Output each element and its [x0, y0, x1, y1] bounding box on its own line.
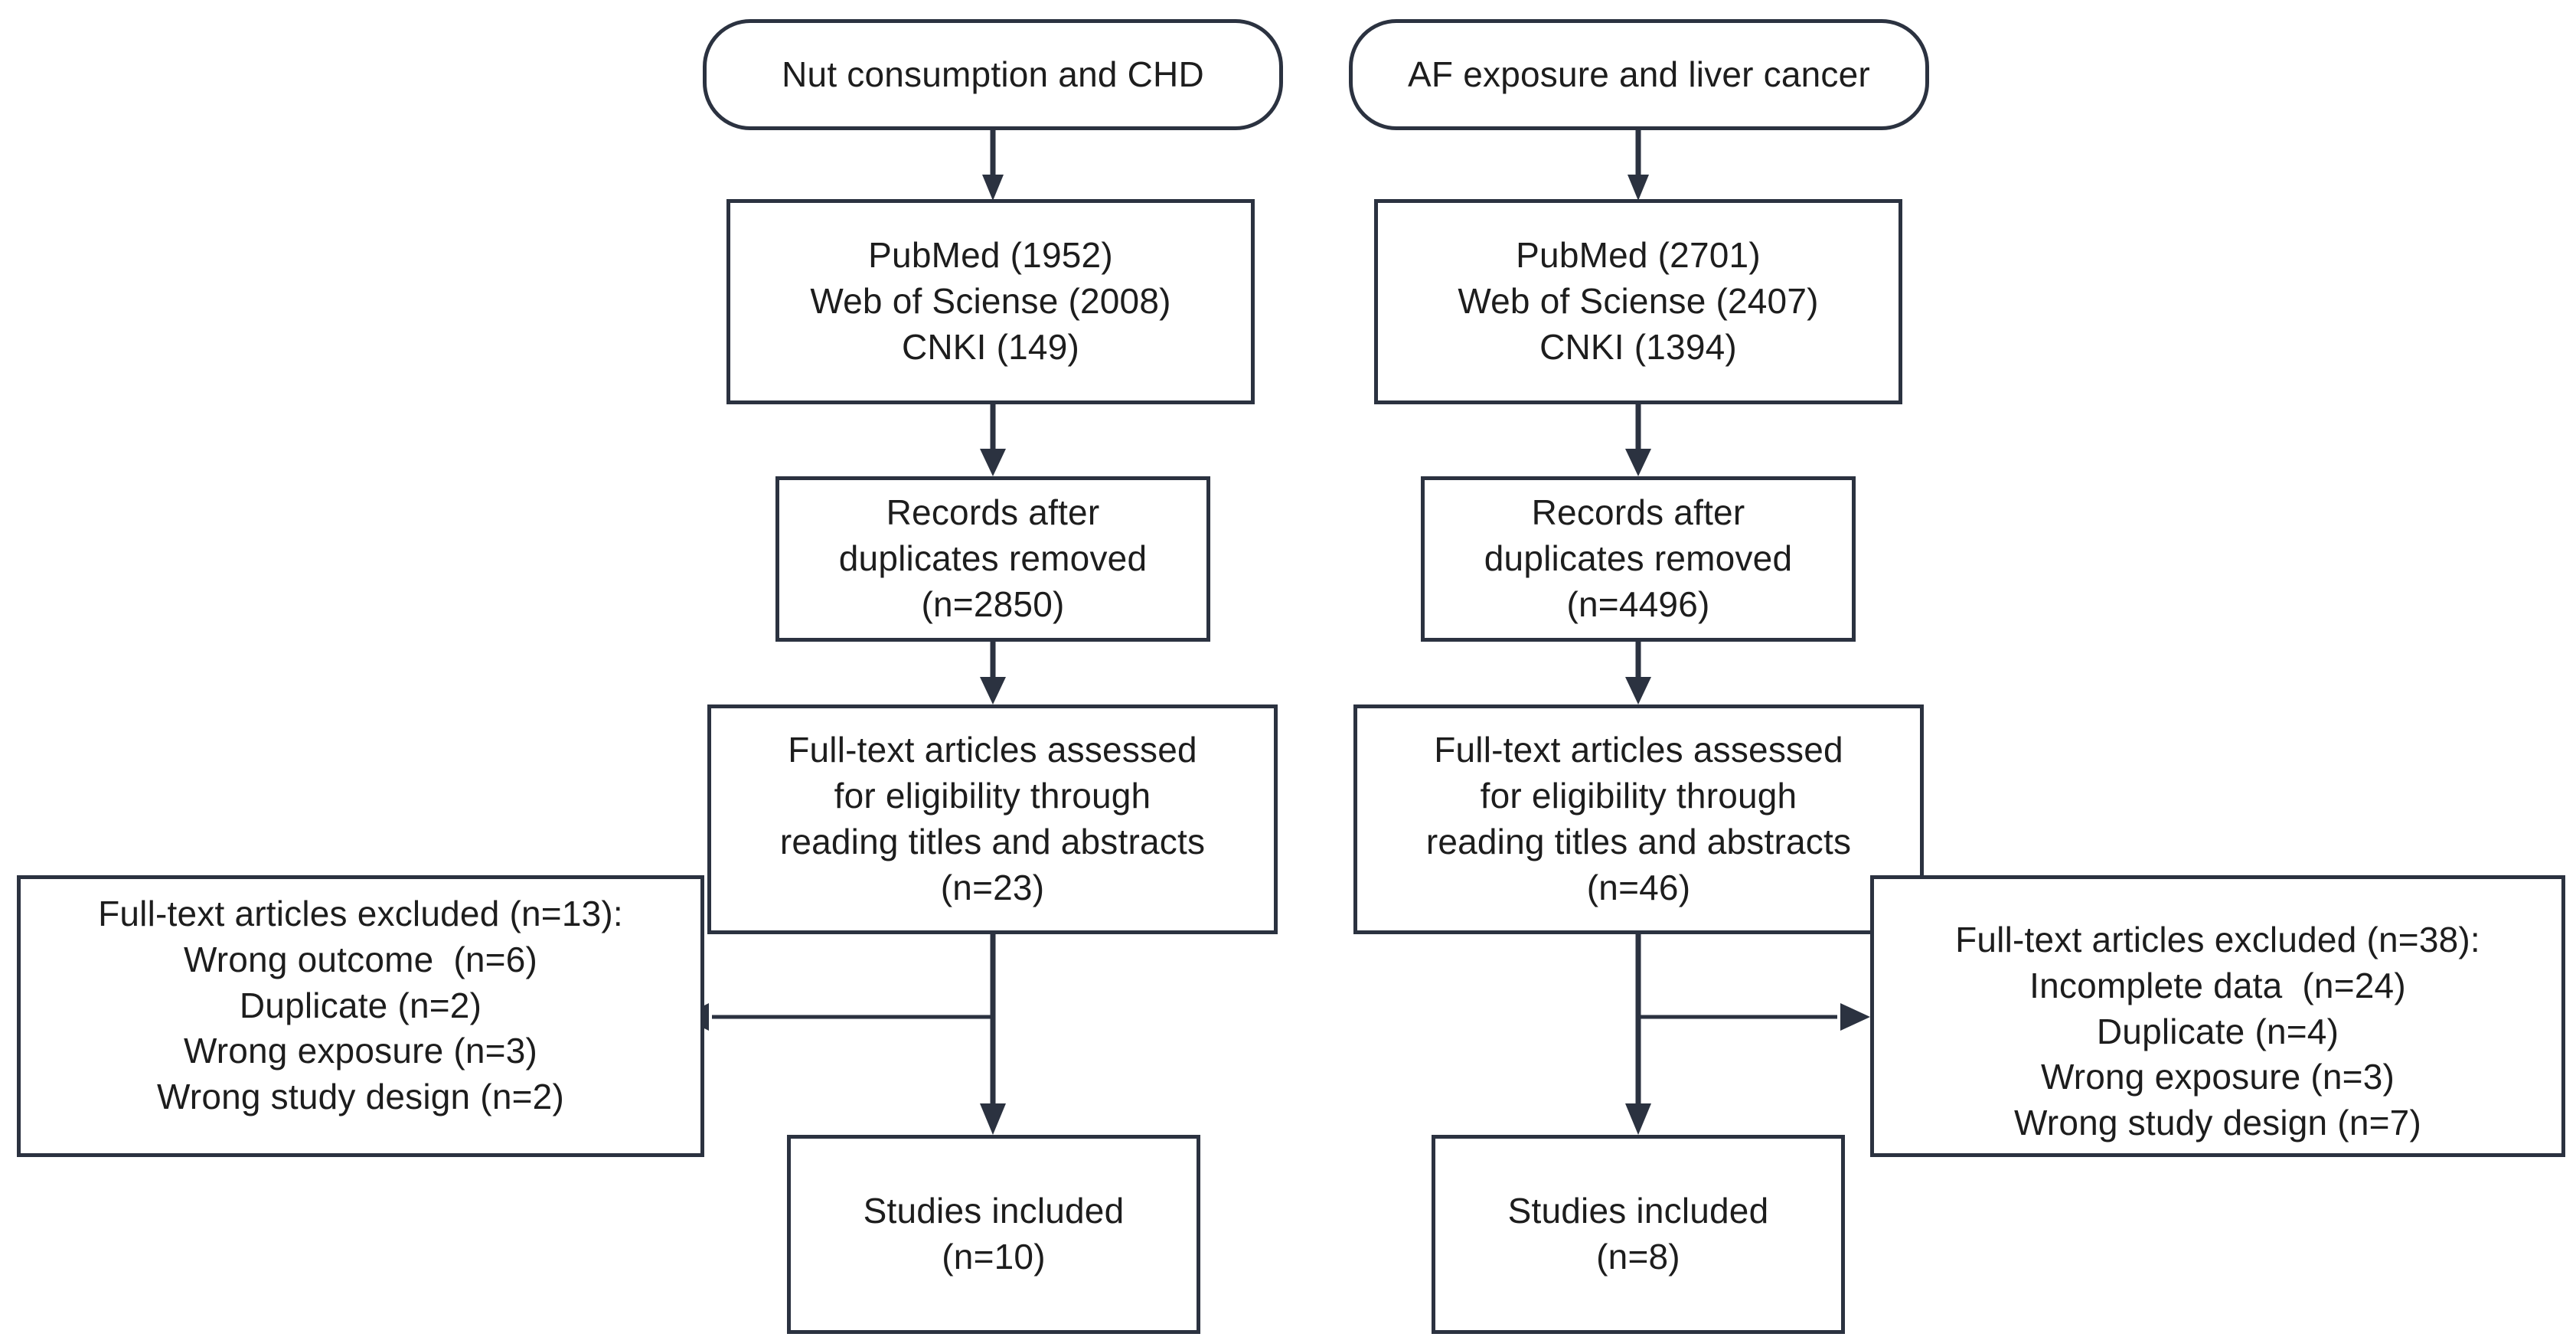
left-topic-label: Nut consumption and CHD [782, 54, 1204, 94]
left-included-box[interactable]: Studies included (n=10) [787, 1135, 1200, 1334]
left-eligibility-line-1: Full-text articles assessed [788, 730, 1197, 770]
left-dedup-line-1: Records after [886, 492, 1100, 533]
right-eligibility-line-2: for eligibility through [1480, 776, 1797, 816]
right-excluded-box[interactable]: Full-text articles excluded (n=38): Inco… [1870, 875, 2565, 1157]
left-topic-box[interactable]: Nut consumption and CHD [703, 19, 1283, 130]
arrowhead-right-sources-to-dedup [1625, 449, 1651, 476]
left-eligibility-line-4: (n=23) [940, 867, 1045, 907]
right-included-line-2: (n=8) [1596, 1237, 1680, 1277]
arrowhead-right-topic-to-sources [1628, 175, 1649, 201]
left-sources-line-3: CNKI (149) [901, 326, 1080, 367]
arrowhead-right-to-excluded [1840, 1003, 1870, 1031]
right-included-box[interactable]: Studies included (n=8) [1432, 1135, 1845, 1334]
right-eligibility-line-1: Full-text articles assessed [1434, 730, 1843, 770]
right-excluded-line-5: Wrong study design (n=7) [2014, 1103, 2421, 1143]
arrowhead-left-sources-to-dedup [980, 449, 1006, 476]
left-excluded-line-1: Full-text articles excluded (n=13): [98, 894, 623, 933]
right-dedup-line-2: duplicates removed [1484, 538, 1793, 579]
left-included-line-2: (n=10) [942, 1237, 1046, 1277]
arrowhead-left-dedup-to-eligibility [980, 677, 1006, 704]
right-dedup-box[interactable]: Records after duplicates removed (n=4496… [1421, 476, 1856, 642]
arrowhead-left-topic-to-sources [982, 175, 1004, 201]
right-sources-box[interactable]: PubMed (2701) Web of Sciense (2407) CNKI… [1374, 199, 1902, 404]
arrowhead-right-eligibility-to-included [1625, 1103, 1651, 1135]
left-eligibility-line-2: for eligibility through [834, 776, 1151, 816]
right-excluded-line-2: Incomplete data (n=24) [2029, 965, 2406, 1005]
left-excluded-line-5: Wrong study design (n=2) [157, 1077, 564, 1117]
left-sources-box[interactable]: PubMed (1952) Web of Sciense (2008) CNKI… [726, 199, 1255, 404]
left-excluded-line-2: Wrong outcome (n=6) [183, 939, 538, 979]
right-excluded-line-1: Full-text articles excluded (n=38): [1955, 920, 2480, 959]
right-eligibility-line-4: (n=46) [1586, 867, 1691, 907]
left-sources-line-1: PubMed (1952) [868, 235, 1113, 276]
left-excluded-line-3: Duplicate (n=2) [239, 985, 482, 1025]
left-dedup-line-2: duplicates removed [838, 538, 1148, 579]
left-included-line-1: Studies included [863, 1191, 1125, 1231]
left-excluded-box[interactable]: Full-text articles excluded (n=13): Wron… [17, 875, 704, 1157]
right-eligibility-box[interactable]: Full-text articles assessed for eligibil… [1353, 704, 1924, 934]
right-sources-line-3: CNKI (1394) [1539, 326, 1737, 367]
right-dedup-line-3: (n=4496) [1566, 584, 1710, 624]
left-eligibility-box[interactable]: Full-text articles assessed for eligibil… [707, 704, 1278, 934]
right-sources-line-2: Web of Sciense (2407) [1458, 281, 1819, 322]
right-dedup-line-1: Records after [1531, 492, 1745, 533]
right-excluded-line-4: Wrong exposure (n=3) [2040, 1057, 2395, 1097]
right-topic-box[interactable]: AF exposure and liver cancer [1349, 19, 1929, 130]
arrowhead-right-dedup-to-eligibility [1625, 677, 1651, 704]
left-dedup-box[interactable]: Records after duplicates removed (n=2850… [775, 476, 1210, 642]
right-included-line-1: Studies included [1507, 1191, 1769, 1231]
left-eligibility-line-3: reading titles and abstracts [779, 822, 1206, 861]
arrowhead-left-eligibility-to-included [980, 1103, 1006, 1135]
right-sources-line-1: PubMed (2701) [1516, 235, 1761, 276]
right-eligibility-line-3: reading titles and abstracts [1425, 822, 1852, 861]
right-excluded-line-3: Duplicate (n=4) [2096, 1011, 2339, 1051]
left-sources-line-2: Web of Sciense (2008) [810, 281, 1171, 322]
left-excluded-line-4: Wrong exposure (n=3) [183, 1031, 538, 1071]
left-dedup-line-3: (n=2850) [921, 584, 1065, 624]
right-topic-label: AF exposure and liver cancer [1408, 54, 1870, 94]
